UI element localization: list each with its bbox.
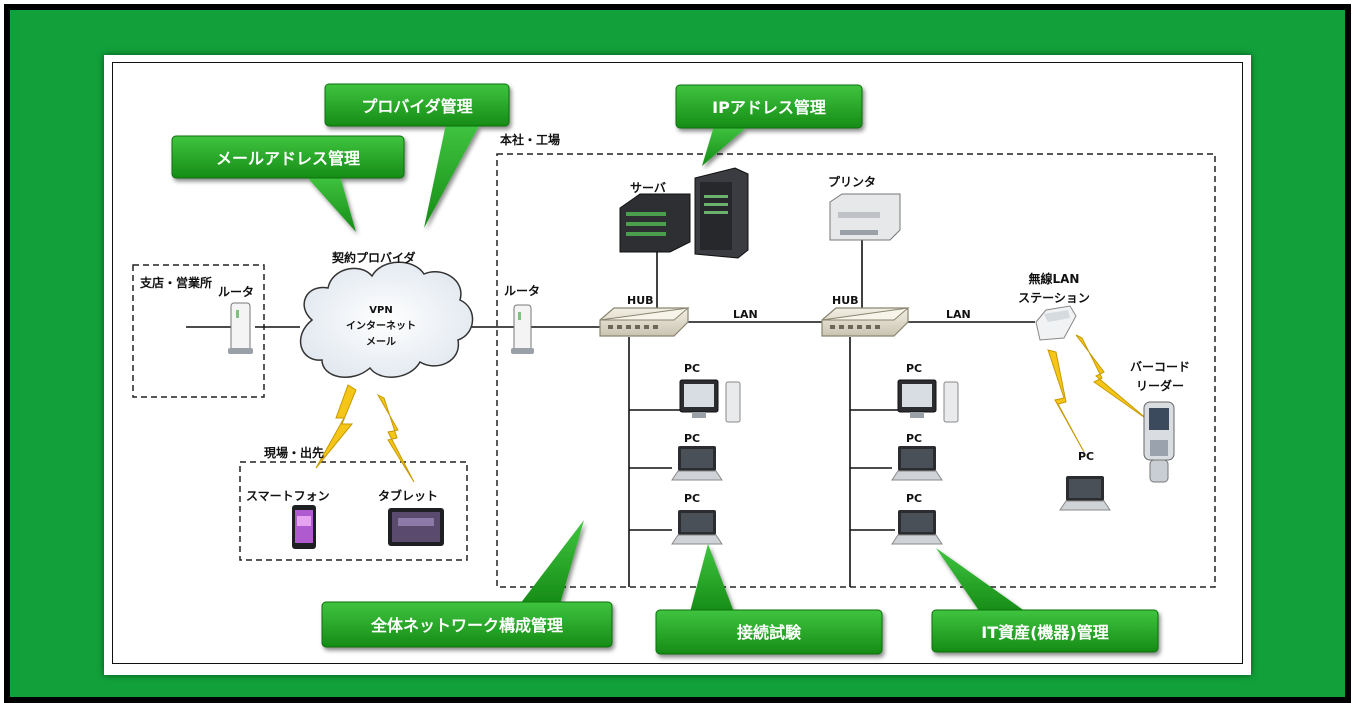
barcode-reader-icon [1143,401,1175,483]
callout-mail-text: メールアドレス管理 [216,149,360,168]
lightning-bolt-icon [376,393,415,483]
router-branch-icon [228,302,253,354]
pc-label: PC [684,432,700,445]
hub-1-label: HUB [627,294,654,307]
network-links [186,238,1035,587]
pc-label: PC [1078,450,1094,463]
hq-area-box [496,153,1216,588]
isp-label: 契約プロバイダ [331,250,416,265]
laptop-icon [671,446,723,481]
tablet-icon [388,508,444,546]
router-hq-icon [511,304,534,354]
desktop-pc-2-icon [897,379,959,423]
callout-mail: メールアドレス管理 [171,135,405,232]
wlan-label-line2: ステーション [1018,291,1090,305]
callout-it-assets-text: IT資産(機器)管理 [981,623,1109,642]
callout-ip: IPアドレス管理 [675,84,863,166]
pc-label: PC [684,492,700,505]
wireless-station-icon [1035,305,1077,341]
field-area-label: 現場・出先 [264,445,324,460]
lan-1-label: LAN [733,308,758,321]
router-branch-label: ルータ [218,285,254,299]
field-area-box [239,461,468,561]
callout-provider-text: プロバイダ管理 [361,97,472,116]
lightning-bolt-icon [1047,349,1085,453]
router-hq-label: ルータ [504,284,540,298]
laptop-icon [1059,476,1111,511]
hub-1-icon [599,307,690,337]
branch-area-label: 支店・営業所 [139,275,212,290]
smartphone-icon [292,505,316,549]
barcode-label-line2: リーダー [1136,378,1184,393]
pc-label: PC [906,492,922,505]
server-icon [619,167,749,259]
printer-label: プリンタ [828,174,876,189]
cloud-label-internet: インターネット [346,320,416,332]
callout-network-text: 全体ネットワーク構成管理 [370,616,563,635]
cloud-label-mail: メール [366,336,396,348]
cloud-label-vpn: VPN [369,305,392,316]
server-label: サーバ [630,181,666,195]
node-labels: 本社・工場 支店・営業所 現場・出先 ルータ ルータ 契約プロバイダ サーバ プ… [139,132,1190,505]
lan-2-label: LAN [946,308,971,321]
callout-ip-text: IPアドレス管理 [712,98,826,117]
barcode-label-line1: バーコード [1130,360,1190,374]
hub-2-label: HUB [832,294,859,307]
diagram-border [112,62,1243,664]
pc-label: PC [906,432,922,445]
desktop-pc-1-icon [679,379,741,423]
wireless-links [315,334,1149,483]
tablet-label: タブレット [378,488,438,503]
callout-it-assets: IT資産(機器)管理 [931,548,1159,653]
pc-label: PC [906,362,922,375]
printer-icon [829,193,901,241]
hub-2-icon [821,307,910,337]
callout-connect-test: 接続試験 [655,544,883,655]
internet-cloud: VPN インターネット メール [299,261,474,378]
lightning-bolt-icon [1075,334,1149,421]
smartphone-label: スマートフォン [246,489,330,503]
callout-network: 全体ネットワーク構成管理 [321,520,613,648]
laptop-icon [891,510,943,545]
lightning-bolt-icon [315,384,357,469]
laptop-icon [891,446,943,481]
laptop-icon [671,510,723,545]
callout-provider: プロバイダ管理 [324,83,510,228]
hq-area-label: 本社・工場 [500,132,560,147]
wlan-label-line1: 無線LAN [1029,271,1080,286]
pc-label: PC [684,362,700,375]
callout-connect-test-text: 接続試験 [737,623,802,642]
branch-area-box [132,264,265,398]
